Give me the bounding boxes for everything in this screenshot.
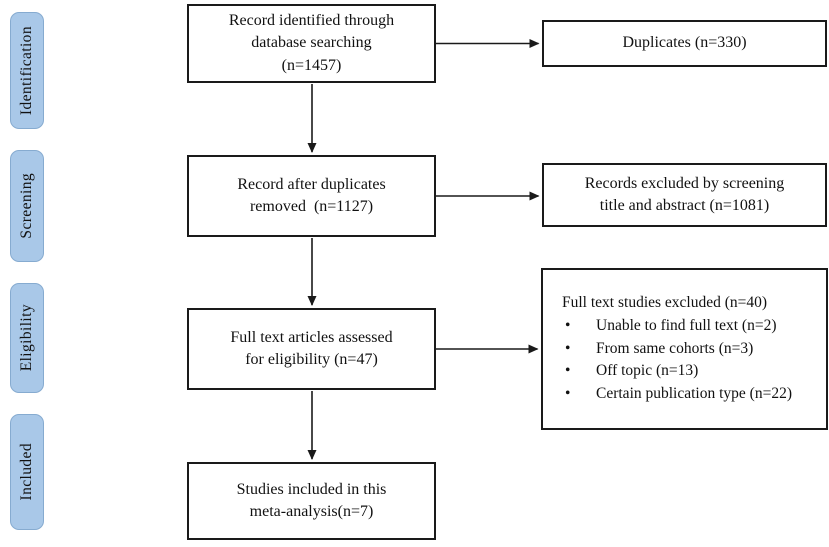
stage-identification: Identification [10,12,44,129]
box-text-line: database searching [251,34,372,52]
stage-eligibility: Eligibility [10,283,44,393]
box-studies-included: Studies included in this meta-analysis(n… [187,462,436,540]
box-text-line: title and abstract (n=1081) [599,197,770,214]
excluded-title: Full text studies excluded (n=40) [562,294,768,312]
stage-label-screening: Screening [18,173,35,239]
box-text-line: Record identified through [228,12,395,30]
box-text-line: Studies included in this [236,480,387,498]
stage-included: Included [10,414,44,530]
box-records-identified: Record identified through database searc… [187,4,436,83]
box-fulltext-assessed: Full text articles assessed for eligibil… [187,308,436,390]
box-text-line: (n=1457) [281,56,342,74]
excluded-bullet-text: Unable to find full text (n=2) [596,316,777,334]
box-excluded-screening: Records excluded by screening title and … [542,163,827,227]
bullet-icon: • [565,362,571,380]
box-fulltext-excluded: Full text studies excluded (n=40) • Unab… [541,268,828,430]
excluded-bullet-item: • Unable to find full text (n=2) [562,315,777,338]
stage-label-included: Included [18,443,35,501]
excluded-bullet-item: • Off topic (n=13) [562,360,698,383]
stage-label-identification: Identification [18,25,35,116]
box-text-line: meta-analysis(n=7) [249,503,374,520]
bullet-icon: • [565,339,571,357]
stage-screening: Screening [10,150,44,262]
bullet-icon: • [565,316,571,334]
box-text-line: Full text articles assessed [230,328,393,346]
box-text-line: for eligibility (n=47) [245,351,378,368]
stage-label-eligibility: Eligibility [18,304,35,372]
box-text-line: removed (n=1127) [249,198,374,215]
box-text-line: Records excluded by screening [584,174,785,192]
excluded-bullet-text: From same cohorts (n=3) [596,339,754,357]
excluded-bullet-text: Off topic (n=13) [596,362,699,380]
box-text-line: Duplicates (n=330) [622,34,747,52]
bullet-icon: • [565,385,571,403]
box-text-line: Record after duplicates [237,175,386,193]
excluded-bullet-text: Certain publication type (n=22) [596,385,792,403]
excluded-bullet-item: • From same cohorts (n=3) [562,338,753,361]
box-duplicates: Duplicates (n=330) [542,20,827,67]
excluded-bullet-item: • Certain publication type (n=22) [562,383,792,406]
box-records-after-duplicates: Record after duplicates removed (n=1127) [187,155,436,237]
